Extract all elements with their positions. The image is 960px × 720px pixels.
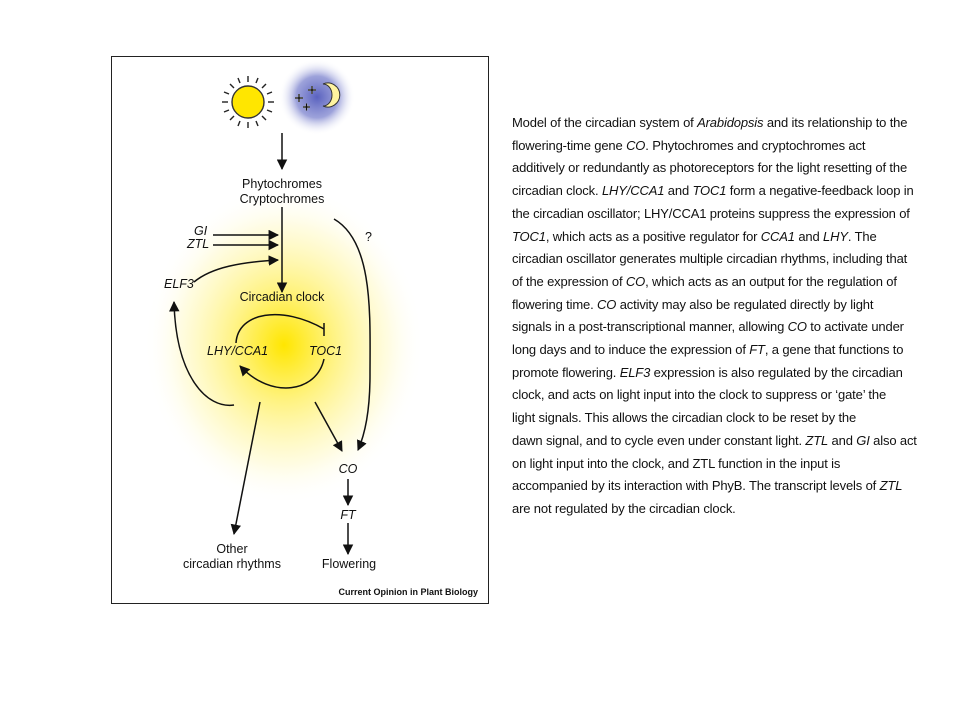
caption-text: and <box>828 432 857 448</box>
caption-italic-term: LHY <box>823 228 848 244</box>
clock-loop-bottom <box>239 358 325 389</box>
caption-italic-term: CCA1 <box>760 228 795 244</box>
label-co: CO <box>339 462 358 476</box>
caption-line: additively or redundantly as photorecept… <box>512 157 928 180</box>
caption-line: accompanied by its interaction with PhyB… <box>512 475 928 498</box>
caption-italic-term: CO <box>597 296 617 312</box>
caption-text: form a negative-feedback loop in <box>726 183 914 199</box>
caption-italic-term: CO <box>787 319 807 335</box>
caption-italic-term: LHY/CCA1 <box>601 183 665 199</box>
caption-text: and <box>664 183 693 199</box>
label-circadian-clock: Circadian clock <box>240 290 326 304</box>
caption-italic-term: Arabidopsis <box>697 115 764 130</box>
caption-text: flowering time. <box>512 296 598 312</box>
caption-line: dawn signal, and to cycle even under con… <box>512 430 928 453</box>
caption-text: the circadian oscillator; LHY/CCA1 prote… <box>512 205 910 221</box>
caption-text: signals in a post-transcriptional manner… <box>512 319 788 335</box>
caption-text: also act <box>869 432 917 448</box>
clock-glow <box>144 185 424 505</box>
figure-caption: Model of the circadian system of Arabido… <box>512 112 928 521</box>
caption-text: . Phytochromes and cryptochromes act <box>645 137 866 153</box>
caption-text: activity may also be regulated directly … <box>616 296 874 312</box>
label-ft: FT <box>340 508 357 522</box>
caption-text: , a gene that functions to <box>764 342 904 358</box>
figure-panel: Phytochromes Cryptochromes GI ZTL ELF3 ?… <box>111 56 489 604</box>
caption-italic-term: CO <box>625 273 646 289</box>
caption-text: are not regulated by the circadian clock… <box>512 500 736 516</box>
label-ztl: ZTL <box>186 237 209 251</box>
caption-text: of the expression of <box>512 273 626 289</box>
arrow-clock-to-other <box>230 401 261 536</box>
caption-line: signals in a post-transcriptional manner… <box>512 316 928 339</box>
caption-text: light signals. This allows the circadian… <box>512 410 857 426</box>
caption-text: circadian clock. <box>512 183 602 199</box>
label-elf3: ELF3 <box>164 277 194 291</box>
caption-text: additively or redundantly as photorecept… <box>512 160 908 176</box>
caption-line: of the expression of CO, which acts as a… <box>512 271 928 294</box>
caption-line: circadian clock. LHY/CCA1 and TOC1 form … <box>512 180 928 203</box>
night-glow <box>279 59 355 135</box>
star-icon <box>295 86 316 111</box>
caption-italic-term: ELF3 <box>619 364 651 380</box>
arrow-elf3-to-input <box>193 255 280 283</box>
caption-line: Model of the circadian system of Arabido… <box>512 112 928 135</box>
label-other: Other <box>216 542 247 556</box>
caption-italic-term: CO <box>626 137 646 153</box>
sun-icon <box>222 76 274 128</box>
label-toc1: TOC1 <box>309 344 342 358</box>
caption-text: long days and to induce the expression o… <box>512 342 750 358</box>
caption-text: to activate under <box>806 319 904 335</box>
caption-text: . The <box>847 228 877 244</box>
caption-line: long days and to induce the expression o… <box>512 339 928 362</box>
label-phytochromes: Phytochromes <box>242 177 322 191</box>
caption-text: accompanied by its interaction with PhyB… <box>512 478 880 494</box>
caption-line: flowering-time gene CO. Phytochromes and… <box>512 135 928 158</box>
caption-text: promote flowering. <box>512 364 620 380</box>
caption-italic-term: ZTL <box>805 432 829 448</box>
label-circadian-rhythms: circadian rhythms <box>183 557 281 571</box>
arrow-clock-to-co <box>314 401 343 452</box>
label-gi: GI <box>194 224 208 238</box>
clock-loop-top <box>235 313 325 344</box>
caption-italic-term: TOC1 <box>512 228 546 244</box>
label-cryptochromes: Cryptochromes <box>240 192 325 206</box>
arrow-light-to-co <box>333 218 371 451</box>
caption-text: expression is also regulated by the circ… <box>650 364 903 380</box>
caption-italic-term: TOC1 <box>692 183 727 199</box>
caption-line: circadian oscillator generates multiple … <box>512 248 928 271</box>
label-flowering: Flowering <box>322 557 376 571</box>
caption-text: and its relationship to the <box>763 115 908 130</box>
caption-text: circadian oscillator generates multiple … <box>512 251 908 267</box>
caption-line: clock, and acts on light input into the … <box>512 384 928 407</box>
caption-text: flowering-time gene <box>512 137 627 153</box>
caption-text: and <box>794 228 824 244</box>
caption-italic-term: GI <box>856 432 870 448</box>
caption-line: the circadian oscillator; LHY/CCA1 prote… <box>512 203 928 226</box>
caption-text: , which acts as an output for the regula… <box>645 273 897 289</box>
caption-line: light signals. This allows the circadian… <box>512 407 928 430</box>
circadian-diagram: Phytochromes Cryptochromes GI ZTL ELF3 ?… <box>144 59 479 597</box>
caption-italic-term: ZTL <box>879 478 903 494</box>
caption-line: promote flowering. ELF3 expression is al… <box>512 362 928 385</box>
caption-text: Model of the circadian system of <box>512 115 698 130</box>
label-lhy-cca1: LHY/CCA1 <box>207 344 268 358</box>
caption-line: flowering time. CO activity may also be … <box>512 294 928 317</box>
caption-italic-term: FT <box>749 342 765 358</box>
caption-line: on light input into the clock, and ZTL f… <box>512 453 928 476</box>
caption-line: TOC1, which acts as a positive regulator… <box>512 226 928 249</box>
caption-text: on light input into the clock, and ZTL f… <box>512 455 841 471</box>
label-question: ? <box>365 230 372 244</box>
caption-text: , which acts as a positive regulator for <box>545 228 761 244</box>
caption-text: clock, and acts on light input into the … <box>512 387 887 403</box>
caption-line: are not regulated by the circadian clock… <box>512 498 928 521</box>
figure-credit: Current Opinion in Plant Biology <box>339 587 479 597</box>
moon-icon <box>322 82 341 108</box>
caption-text: dawn signal, and to cycle even under con… <box>512 432 806 448</box>
arrow-clock-to-elf3 <box>169 300 235 407</box>
